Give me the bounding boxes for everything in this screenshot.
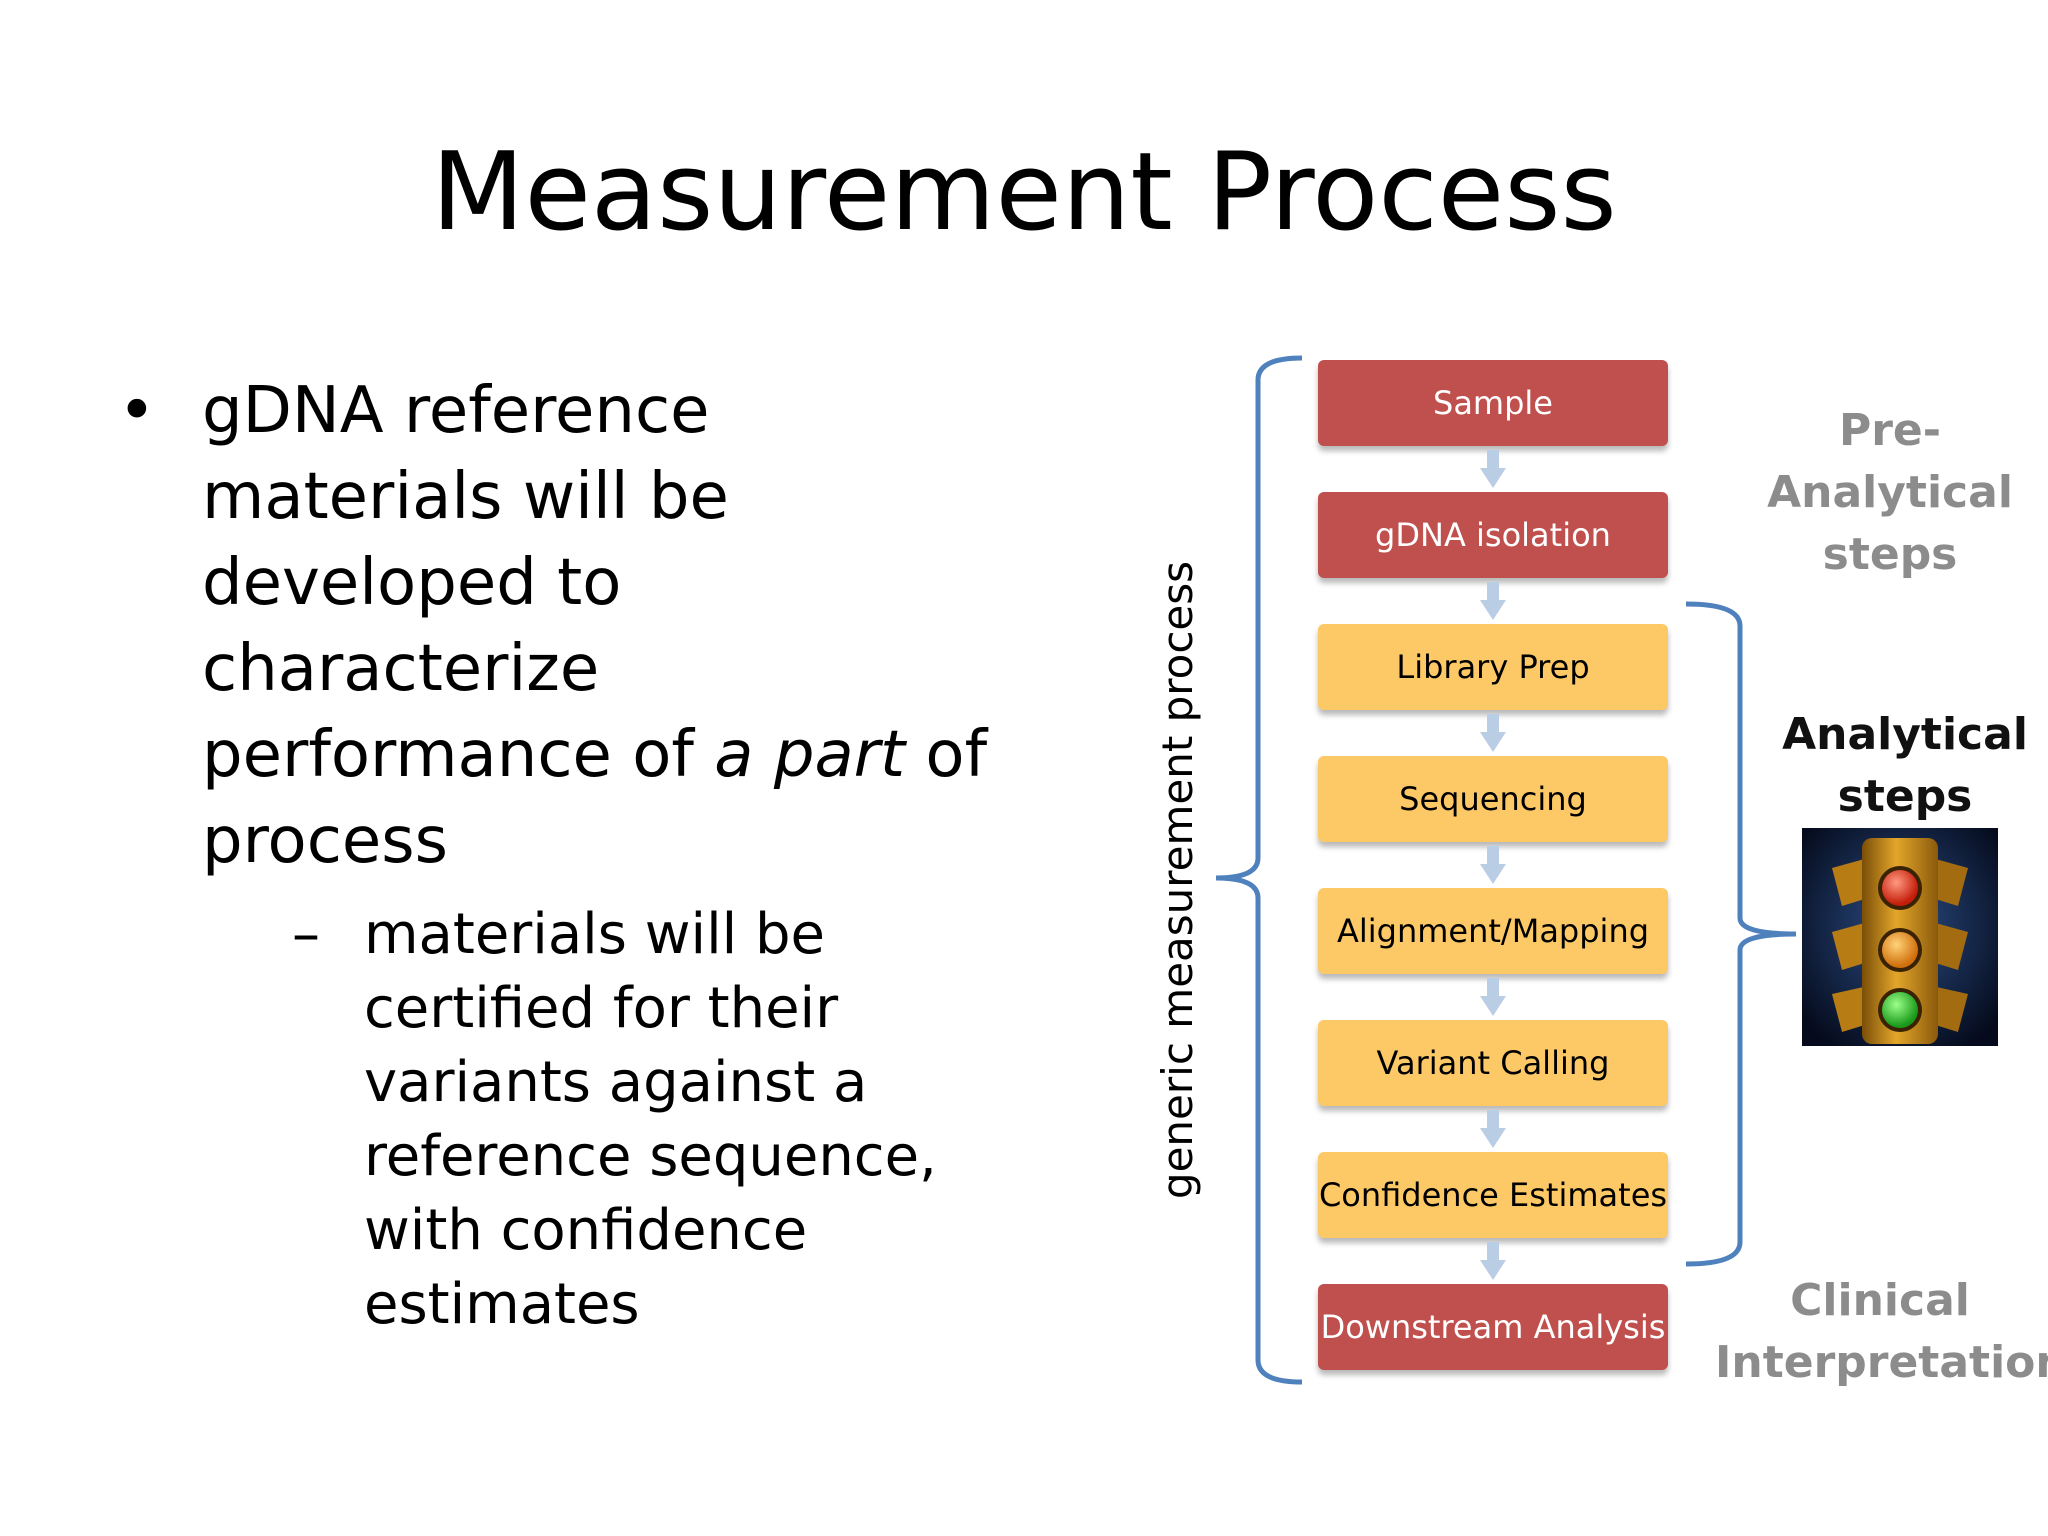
- bullet-text-end: of process: [202, 718, 988, 878]
- step-variant-calling: Variant Calling: [1318, 1020, 1668, 1106]
- down-arrow-icon: [1480, 582, 1506, 620]
- bullet-text-emphasis: a part: [714, 718, 906, 792]
- step-downstream-analysis: Downstream Analysis: [1318, 1284, 1668, 1370]
- down-arrow-icon: [1480, 1110, 1506, 1148]
- step-alignment-mapping: Alignment/Mapping: [1318, 888, 1668, 974]
- bullet-dot-icon: •: [118, 374, 156, 448]
- pre-analytical-label: Pre-Analytical steps: [1767, 405, 2013, 580]
- slide-title: Measurement Process: [431, 130, 1617, 255]
- sub-bullet-item: – materials will be certified for their …: [292, 898, 964, 1342]
- down-arrow-icon: [1480, 846, 1506, 884]
- step-library-prep: Library Prep: [1318, 624, 1668, 710]
- traffic-light-icon: [1802, 828, 1998, 1046]
- bullet-item: • gDNA reference materials will be devel…: [118, 368, 1018, 884]
- down-arrow-icon: [1480, 1242, 1506, 1280]
- process-bracket: [1215, 355, 1303, 1385]
- step-gdna-isolation: gDNA isolation: [1318, 492, 1668, 578]
- analytical-label: Analytical steps: [1782, 709, 2028, 822]
- step-sequencing: Sequencing: [1318, 756, 1668, 842]
- down-arrow-icon: [1480, 450, 1506, 488]
- step-confidence-estimates: Confidence Estimates: [1318, 1152, 1668, 1238]
- down-arrow-icon: [1480, 714, 1506, 752]
- analytical-bracket: [1685, 601, 1797, 1267]
- bullet-list: • gDNA reference materials will be devel…: [118, 368, 1018, 1342]
- bullet-text-start: gDNA reference materials will be develop…: [202, 374, 729, 792]
- clinical-interpretation-label: Clinical Interpretation: [1715, 1275, 2048, 1388]
- down-arrow-icon: [1480, 978, 1506, 1016]
- step-sample: Sample: [1318, 360, 1668, 446]
- sub-bullet-text: materials will be certified for their va…: [364, 902, 937, 1337]
- dash-icon: –: [292, 902, 320, 967]
